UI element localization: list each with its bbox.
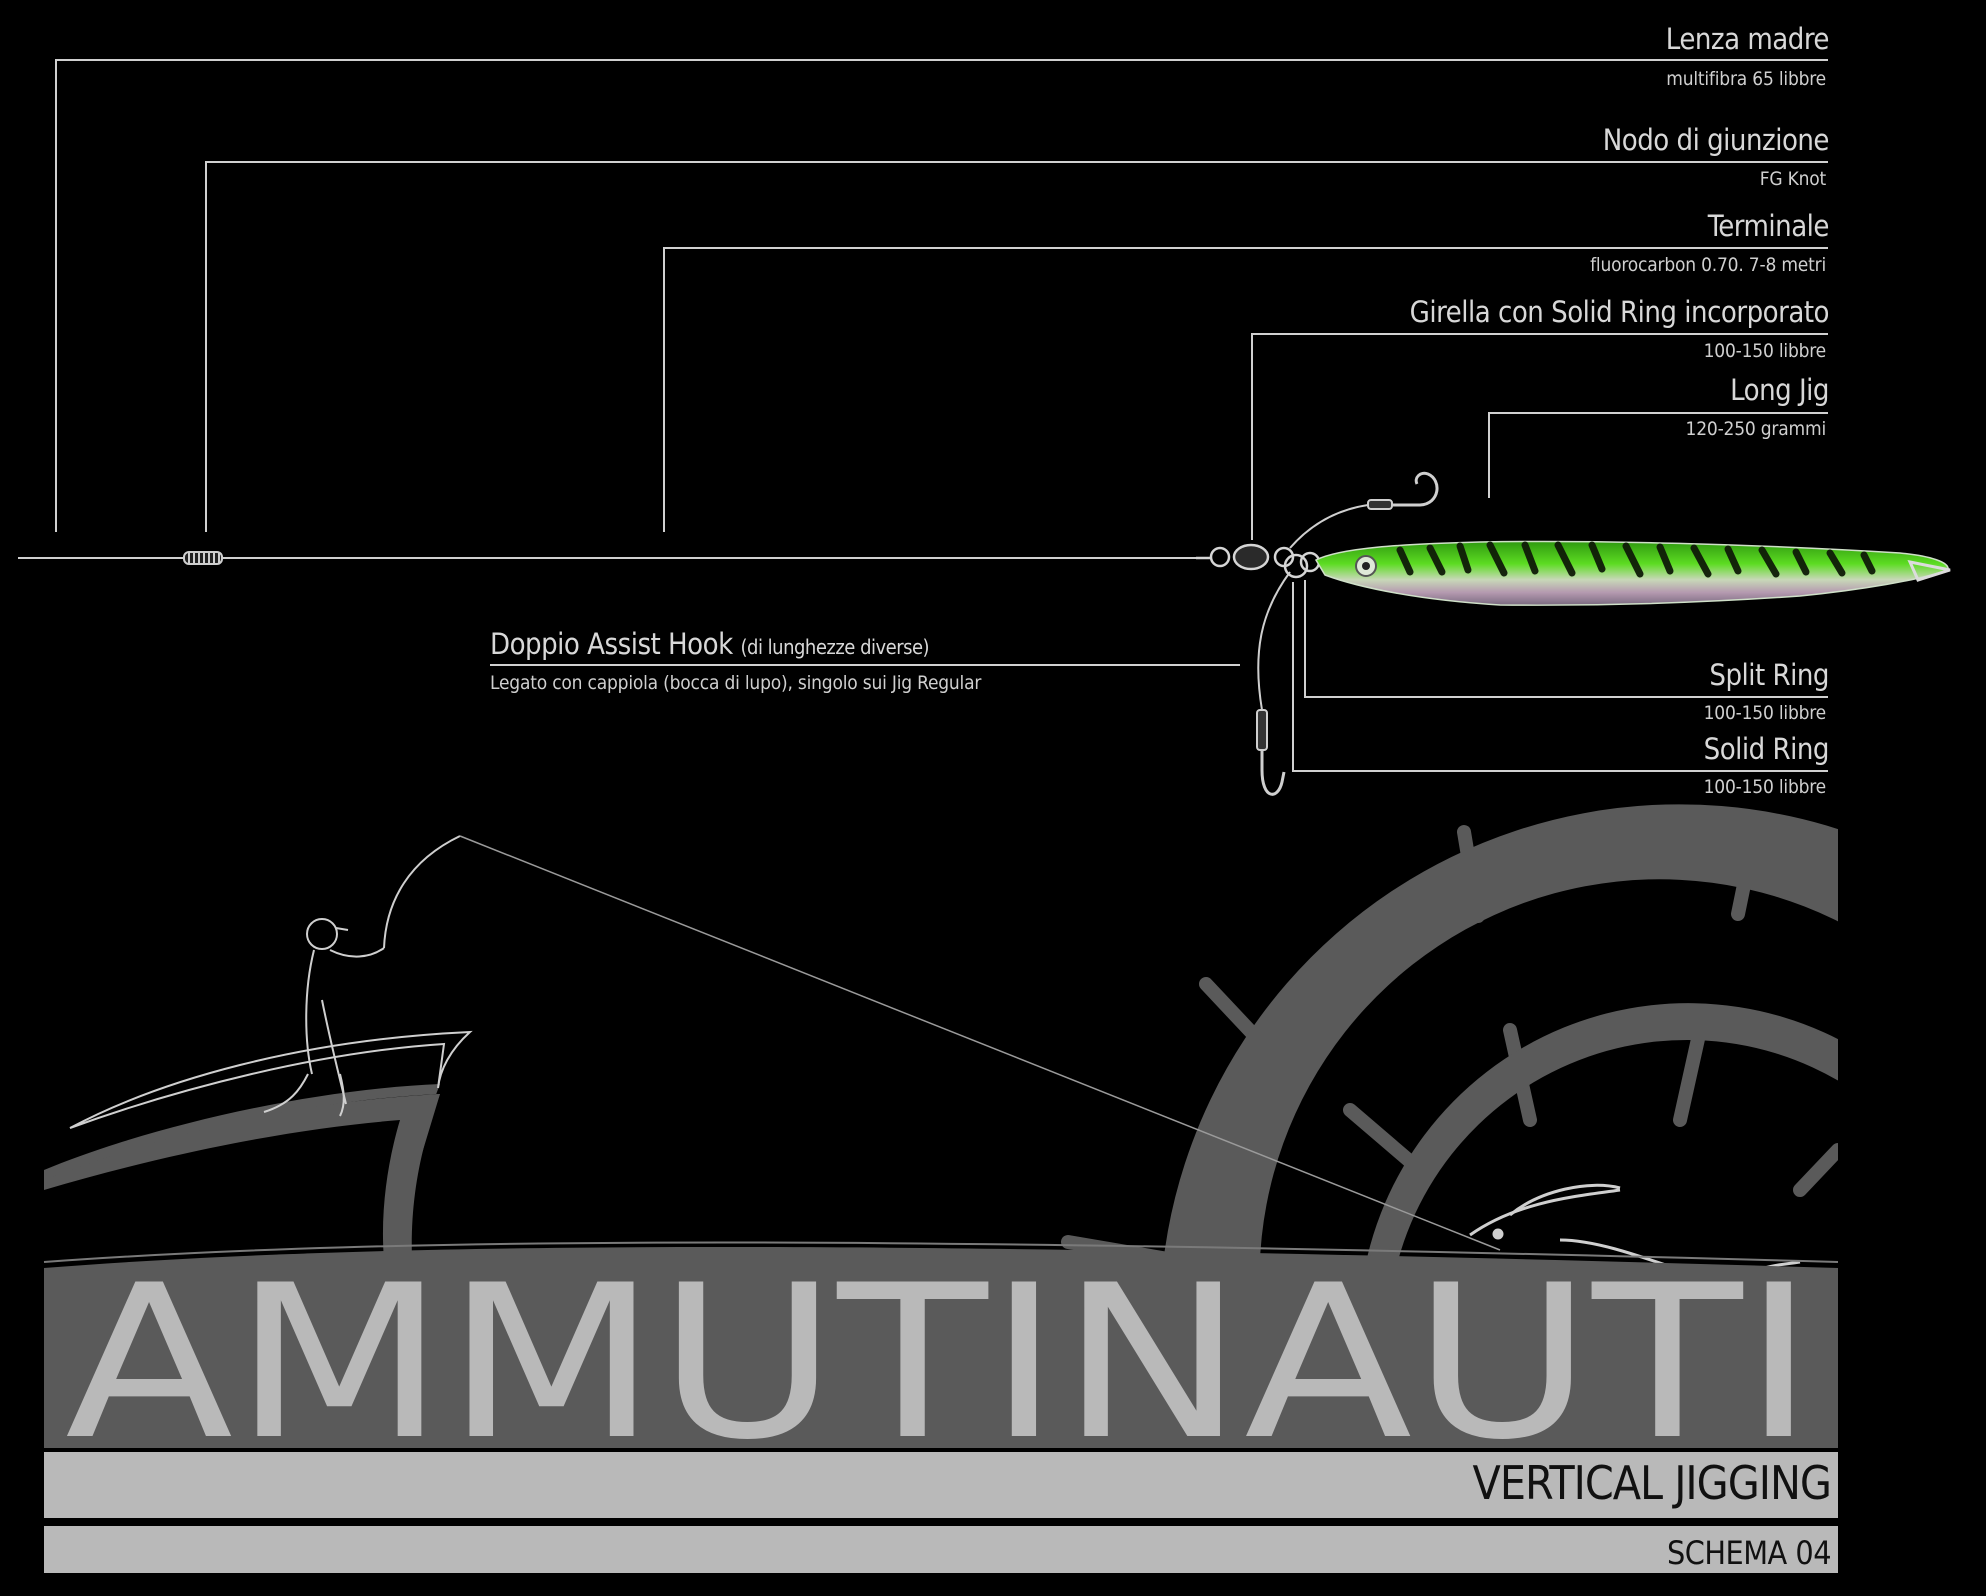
label-split-ring-title: Split Ring — [1709, 658, 1829, 692]
upper-assist-hook-icon — [1289, 471, 1439, 549]
label-nodo-detail: FG Knot — [1759, 168, 1827, 190]
label-nodo-title: Nodo di giunzione — [1602, 123, 1830, 157]
label-assist-hook-detail: Legato con cappiola (bocca di lupo), sin… — [490, 672, 982, 694]
boat-icon — [44, 1030, 473, 1260]
leader-long-jig — [1488, 412, 1828, 498]
label-lenza-madre-title: Lenza madre — [1665, 22, 1830, 56]
fg-knot-icon — [183, 551, 223, 565]
label-long-jig-detail: 120-250 grammi — [1685, 418, 1827, 440]
fishing-line — [459, 835, 1501, 1251]
logo-text: AMMUTINAUTI — [65, 1239, 1815, 1486]
ship-wheel-icon — [1061, 804, 1838, 1300]
subtitle-band — [44, 1452, 1838, 1518]
scheme-band — [44, 1526, 1838, 1573]
label-solid-ring-detail: 100-150 libbre — [1703, 776, 1827, 798]
leader-nodo-giunzione — [205, 161, 1828, 532]
label-terminale-detail: fluorocarbon 0.70. 7-8 metri — [1590, 254, 1826, 276]
leader-girella — [1251, 333, 1828, 540]
jig-tail-ring — [1907, 559, 1951, 582]
long-jig-icon — [1314, 540, 1951, 606]
label-girella-title: Girella con Solid Ring incorporato — [1409, 295, 1830, 329]
label-assist-hook-title: Doppio Assist Hook (di lunghezze diverse… — [490, 627, 930, 661]
lower-assist-hook-icon — [1256, 571, 1291, 796]
assist-hook-title-text: Doppio Assist Hook — [490, 627, 733, 661]
leader-split-ring — [1304, 580, 1828, 698]
label-split-ring-detail: 100-150 libbre — [1703, 702, 1827, 724]
leader-lenza-madre — [55, 59, 1828, 532]
subtitle-text: VERTICAL JIGGING — [1472, 1456, 1832, 1510]
leader-terminale — [663, 247, 1828, 532]
label-terminale-title: Terminale — [1707, 209, 1830, 243]
assist-hook-title-note: (di lunghezze diverse) — [740, 635, 930, 659]
leader-lines — [55, 59, 1828, 772]
angler-icon — [263, 835, 1501, 1251]
leader-solid-ring — [1292, 582, 1828, 772]
logo-band — [44, 1247, 1838, 1448]
scheme-text: SCHEMA 04 — [1666, 1534, 1832, 1572]
label-lenza-madre-detail: multifibra 65 libbre — [1666, 68, 1826, 90]
label-solid-ring-title: Solid Ring — [1703, 732, 1830, 766]
label-girella-detail: 100-150 libbre — [1703, 340, 1827, 362]
swivel-icon — [1196, 543, 1295, 571]
label-long-jig-title: Long Jig — [1730, 373, 1829, 407]
